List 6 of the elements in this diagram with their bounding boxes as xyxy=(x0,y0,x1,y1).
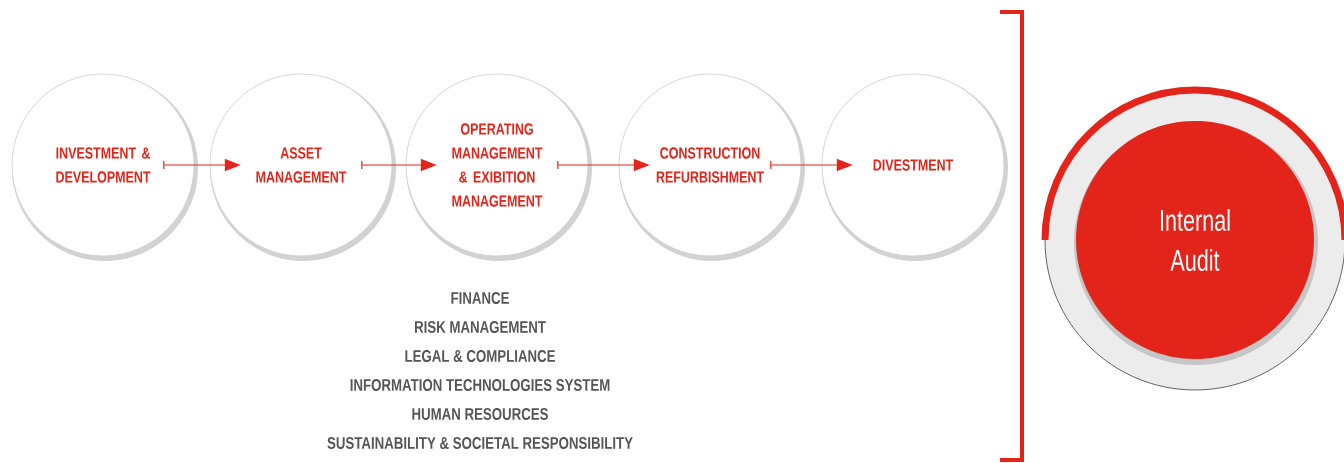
function-label: LEGAL & COMPLIANCE xyxy=(405,349,555,362)
function-label: INFORMATION TECHNOLOGIES SYSTEM xyxy=(350,378,610,391)
function-label: SUSTAINABILITY & SOCIETAL RESPONSIBILITY xyxy=(327,436,633,449)
function-label: HUMAN RESOURCES xyxy=(412,407,548,420)
function-label: FINANCE xyxy=(451,291,509,304)
function-label: RISK MANAGEMENT xyxy=(415,320,546,333)
